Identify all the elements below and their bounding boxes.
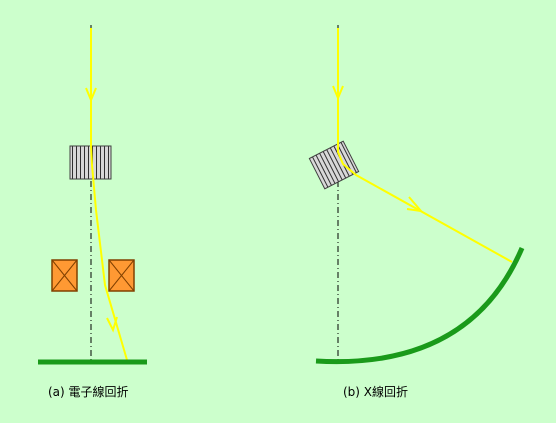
- panel-b-beam-arrow-diffracted: [406, 196, 424, 213]
- panel-a-electron-diffraction: [38, 25, 147, 365]
- panel-a-electron-beam: [90, 28, 128, 361]
- panel-b-xray-diffraction: [308, 25, 525, 365]
- panel-b-xray-beam: [337, 28, 513, 263]
- panel-a-beam-arrow-incident: [85, 87, 97, 103]
- panel-b-caption: (b) X線回折: [343, 385, 409, 399]
- panel-b-curved-film: [315, 247, 525, 365]
- panel-a-caption: (a) 電子線回折: [48, 385, 129, 399]
- panel-a-lens-coil-left: [51, 259, 78, 292]
- panel-b-specimen-crystal: [308, 140, 360, 190]
- panel-a-lens-coil-right: [108, 259, 135, 292]
- panel-a-beam-arrow-diffracted: [106, 316, 118, 333]
- panel-b-beam-arrow-incident: [332, 85, 344, 101]
